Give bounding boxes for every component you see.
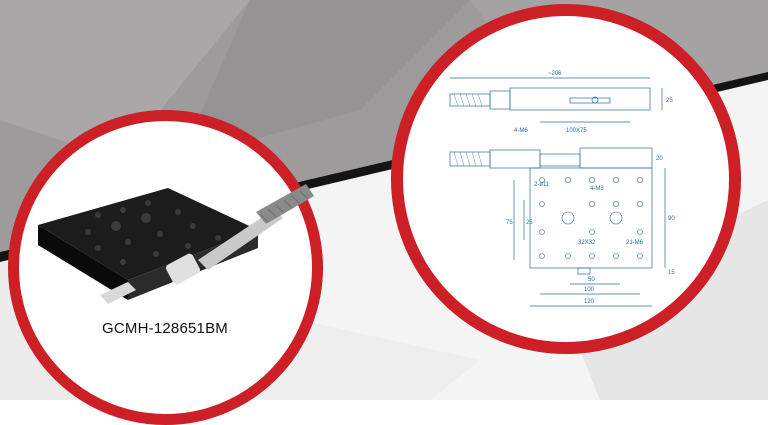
dim-width-120: 120 <box>584 299 595 305</box>
dim-grid: 32X32 <box>578 240 596 246</box>
dim-top-height: 25 <box>666 98 673 104</box>
dim-threads-m6: 21-M6 <box>626 240 644 246</box>
dim-hole-pattern: 2-ø11 <box>534 182 550 188</box>
product-model-label: GCMH-128651BM <box>102 320 228 337</box>
dim-bottom-15: 15 <box>668 270 675 276</box>
dim-width-100: 100 <box>584 287 595 293</box>
dim-vertical-75: 75 <box>506 220 513 226</box>
dim-side-height: 20 <box>656 156 663 162</box>
dim-mounting-spacing: 100X75 <box>566 128 587 134</box>
technical-drawing: ~206 25 4-M6 100X75 20 2-ø11 4-M3 75 25 … <box>449 71 675 307</box>
dim-mounting-threads-side: 4-M6 <box>514 128 528 134</box>
dim-width-50: 50 <box>588 277 595 283</box>
dim-vertical-25: 25 <box>526 220 533 226</box>
dim-height-90: 90 <box>668 216 675 222</box>
dim-overall-length: ~206 <box>548 71 562 77</box>
linear-stage-photo <box>38 184 314 304</box>
dim-threaded-holes: 4-M3 <box>590 186 604 192</box>
